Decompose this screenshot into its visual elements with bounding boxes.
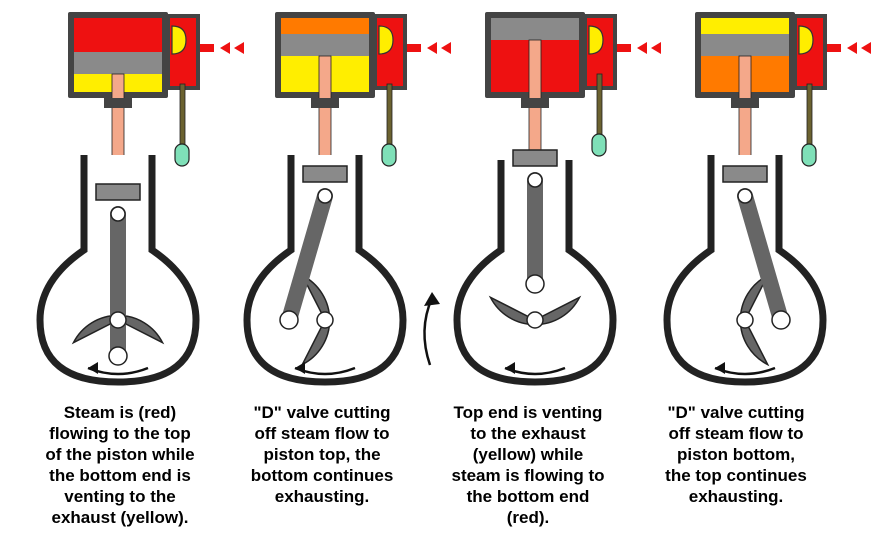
engine-stage-2: [243, 12, 451, 386]
steam-inlet-arrow-icon: [234, 42, 244, 54]
crank-pin: [525, 274, 545, 294]
rotation-arrow-icon: [423, 297, 434, 366]
crank-pin: [108, 346, 128, 366]
valve-chest: [583, 14, 661, 157]
piston-rod: [528, 39, 542, 151]
piston: [701, 34, 789, 56]
valve-handle: [381, 143, 397, 167]
piston: [74, 52, 162, 74]
piston-rod: [318, 55, 332, 167]
crosshead: [512, 149, 558, 167]
engine-stage-3: [453, 12, 661, 386]
caption-stage-1: Steam is (red) flowing to the top of the…: [45, 403, 195, 527]
d-valve: [378, 25, 394, 55]
steam-inlet-arrow-icon: [441, 42, 451, 54]
caption-stage-4: "D" valve cutting off steam flow to pist…: [665, 403, 807, 506]
d-valve: [171, 25, 187, 55]
steam-inlet-arrow-icon: [220, 42, 230, 54]
caption-stage-2: "D" valve cutting off steam flow to pist…: [250, 403, 394, 506]
connecting-rod: [737, 188, 789, 328]
piston: [491, 18, 579, 40]
arrowhead-icon: [424, 292, 440, 306]
d-valve: [588, 25, 604, 55]
crankshaft: [109, 311, 127, 329]
d-valve: [798, 25, 814, 55]
valve-chest: [373, 14, 451, 167]
steam-inlet-arrow-icon: [861, 42, 871, 54]
crankshaft: [526, 311, 544, 329]
valve-chest: [166, 14, 244, 167]
steam-engine-diagram: [36, 12, 871, 386]
steam-inlet-arrow-icon: [651, 42, 661, 54]
crankshaft: [316, 311, 334, 329]
valve-chest: [793, 14, 871, 167]
cylinder: [68, 12, 168, 98]
valve-handle: [801, 143, 817, 167]
steam-inlet-arrow-icon: [637, 42, 647, 54]
steam-inlet-arrow-icon: [427, 42, 437, 54]
piston-rod: [738, 55, 752, 167]
engine-stage-1: [36, 12, 244, 386]
engine-stage-4: [663, 12, 871, 386]
crank-pin: [771, 310, 791, 330]
piston: [281, 34, 369, 56]
crankshaft: [736, 311, 754, 329]
steam-inlet-arrow-icon: [847, 42, 857, 54]
connecting-rod: [281, 188, 333, 328]
valve-handle: [591, 133, 607, 157]
crosshead: [95, 183, 141, 201]
crosshead: [302, 165, 348, 183]
caption-stage-3: Top end is venting to the exhaust (yello…: [451, 403, 605, 527]
valve-handle: [174, 143, 190, 167]
crank-pin: [279, 310, 299, 330]
crosshead: [722, 165, 768, 183]
